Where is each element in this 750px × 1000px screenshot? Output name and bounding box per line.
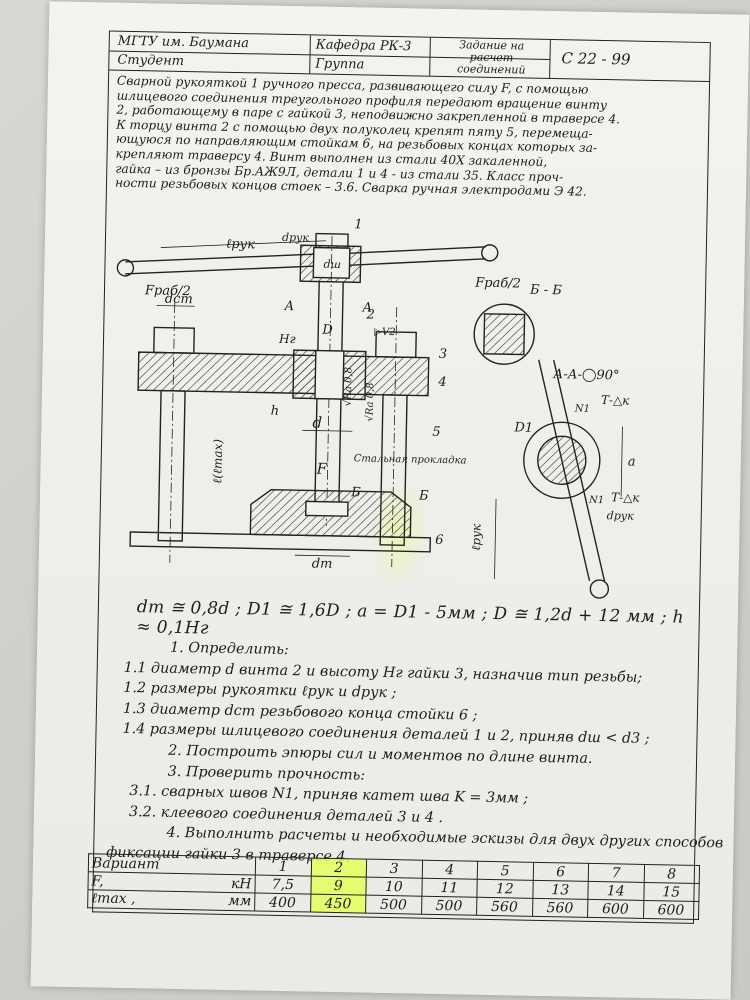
label-section-bb: Б - Б — [529, 283, 562, 299]
variant-cell: 1 — [255, 856, 312, 877]
label-section-b-left: Б — [350, 485, 361, 500]
label-d-cap: D — [321, 323, 333, 338]
label-h-g: Hг — [278, 332, 296, 346]
lmax-cell: 560 — [532, 898, 588, 918]
force-cell-highlighted: 9 — [310, 876, 367, 896]
paper-sheet: МГТУ им. Баумана Студент Кафедра РК-3 Гр… — [30, 1, 750, 1000]
variant-cell: 6 — [532, 862, 589, 882]
force-cell: 12 — [476, 879, 533, 899]
label-d-st: dст — [165, 292, 193, 308]
label-d-m: dm — [312, 557, 333, 572]
task-title: Задание на расчет соединений — [456, 38, 526, 77]
label-f-rab-right: Fраб/2 — [474, 276, 521, 292]
label-part-3: 3 — [439, 347, 448, 362]
row-header-lmax: ℓmax ,мм — [87, 889, 255, 911]
variant-cell-highlighted: 2 — [310, 858, 367, 878]
variant-cell: 8 — [643, 864, 700, 884]
force-cell: 7,5 — [254, 874, 311, 895]
variant-cell: 5 — [477, 861, 534, 881]
label-d-sh: dш — [323, 258, 341, 271]
force-cell: 15 — [643, 882, 700, 902]
label-part-4: 4 — [437, 375, 447, 390]
label-rz-left: √Ra 0,8 — [343, 367, 355, 406]
force-cell: 14 — [587, 881, 644, 901]
label-part-2: 2 — [365, 307, 375, 322]
label-section-aa: А-А-◯90° — [552, 367, 619, 383]
task-code: С 22 - 99 — [561, 49, 631, 69]
label-l-ruk: ℓрук — [226, 237, 256, 253]
force-cell: 13 — [532, 880, 589, 900]
force-cell: 11 — [421, 878, 478, 898]
label-section-a-right: A — [362, 300, 373, 315]
label-weld-note: ▷V2 — [374, 327, 395, 338]
variant-cell: 7 — [588, 863, 645, 883]
variant-table: Вариант 1 2 3 4 5 6 7 8 F,кН 7,5 9 10 11… — [87, 853, 700, 920]
label-part-1: 1 — [354, 217, 363, 232]
assignment-frame: МГТУ им. Баумана Студент Кафедра РК-3 Гр… — [87, 30, 723, 924]
student-label: Студент — [117, 52, 185, 69]
lmax-cell: 600 — [587, 899, 644, 919]
task-description: Сварной рукояткой 1 ручного пресса, разв… — [115, 74, 705, 202]
task-list: 1. Определить: 1.1 диаметр d винта 2 и в… — [106, 637, 723, 875]
label-l-max: ℓ(ℓmax) — [210, 439, 225, 484]
lmax-cell: 600 — [643, 900, 699, 920]
label-d-small: d — [312, 413, 322, 431]
label-f-axial: F — [315, 460, 327, 478]
label-section-b-right: Б — [418, 489, 429, 504]
label-h-small: h — [271, 404, 280, 419]
lmax-cell: 500 — [421, 896, 477, 916]
press-assembly-drawing: ℓрук Fраб/2 Fраб/2 dрук dш dст A A 1 2 3… — [116, 217, 641, 599]
label-n1-bottom: N1 — [588, 495, 604, 506]
label-d-ruk-side: dрук — [607, 509, 635, 523]
label-d-ruk: dрук — [282, 231, 310, 245]
label-t-dk-bottom: Т-△к — [611, 490, 641, 505]
lmax-cell: 560 — [476, 897, 533, 917]
lmax-cell: 400 — [254, 892, 311, 913]
variant-cell: 3 — [366, 859, 423, 879]
label-f-rab-left: Fраб/2 — [144, 283, 191, 299]
university-name: МГТУ им. Баумана — [117, 33, 250, 52]
label-d1: D1 — [513, 420, 533, 435]
label-steel-pad: Стальная прокладка — [354, 453, 467, 466]
label-a-dim: a — [628, 455, 636, 470]
label-l-ruk-side: ℓрук — [469, 523, 484, 551]
department-name: Кафедра РК-3 — [315, 37, 412, 55]
force-cell: 10 — [365, 877, 422, 897]
lmax-cell-highlighted: 450 — [310, 894, 366, 914]
group-label: Группа — [315, 56, 365, 73]
variant-cell: 4 — [421, 860, 478, 880]
label-part-5: 5 — [432, 425, 441, 440]
label-section-a-left: A — [284, 299, 295, 314]
label-part-6: 6 — [435, 533, 444, 548]
label-n1-top: N1 — [574, 404, 590, 415]
label-t-dk-top: Т-△к — [601, 393, 631, 408]
lmax-cell: 500 — [365, 895, 422, 915]
label-rz-right: √Ra 0,8 — [365, 382, 377, 421]
